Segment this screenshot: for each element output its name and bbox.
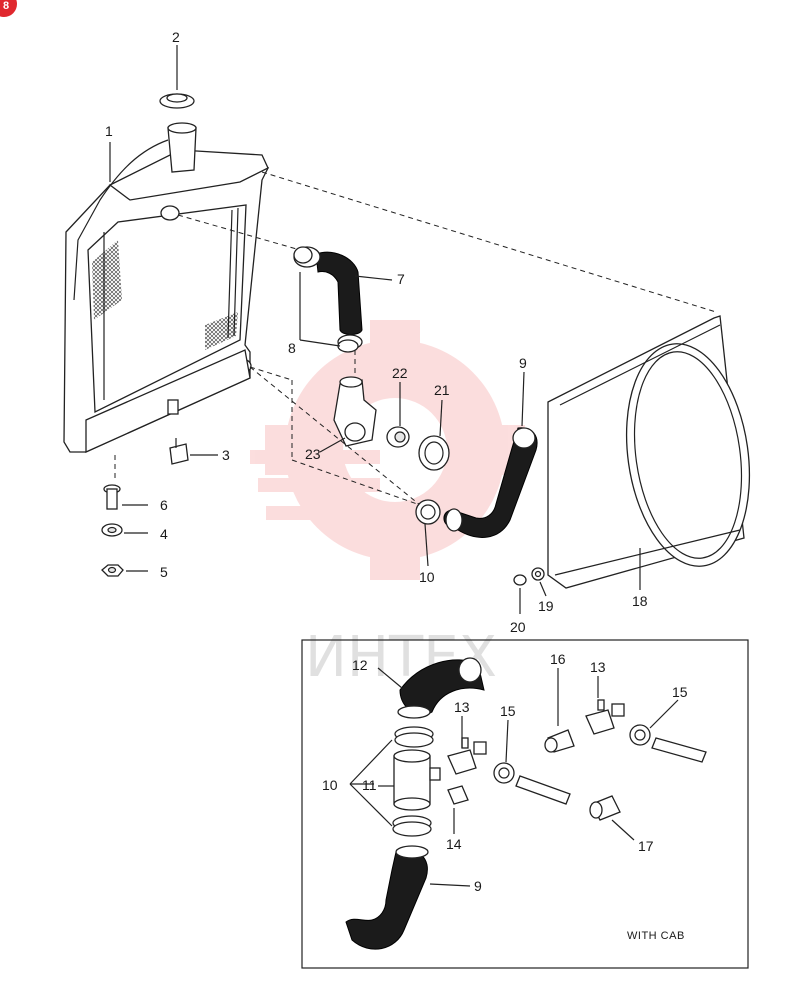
leaders	[109, 45, 641, 614]
callout-20: 20	[510, 619, 526, 635]
inset-callout-12: 12	[352, 657, 368, 673]
corner-badge: 8	[0, 0, 17, 17]
shroud-screw	[513, 574, 527, 586]
inset-callout-16: 16	[550, 651, 566, 667]
nut	[101, 564, 124, 577]
callout-5: 5	[160, 564, 168, 580]
inset-with-cab	[301, 639, 749, 969]
hose-clamp-10	[415, 499, 441, 525]
radiator	[63, 122, 270, 454]
shroud-washer	[531, 567, 545, 581]
callout-1: 1	[105, 123, 113, 139]
callout-8: 8	[288, 340, 296, 356]
inset-callout-17: 17	[638, 838, 654, 854]
corner-badge-label: 8	[3, 0, 9, 12]
callout-21: 21	[434, 382, 450, 398]
inset-frame	[301, 639, 749, 969]
inset-callout-9: 9	[474, 878, 482, 894]
watermark-logo	[250, 320, 525, 580]
callout-4: 4	[160, 526, 168, 542]
water-outlet	[333, 376, 377, 447]
callout-10: 10	[419, 569, 435, 585]
callout-3: 3	[222, 447, 230, 463]
bolt	[103, 484, 121, 510]
inset-callout-13b: 13	[590, 659, 606, 675]
spacer	[101, 523, 123, 537]
callout-19: 19	[538, 598, 554, 614]
inset-title: WITH CAB	[627, 930, 685, 942]
drain-cock	[169, 438, 189, 465]
inset-callout-11: 11	[362, 777, 377, 793]
inset-callout-13a: 13	[454, 699, 470, 715]
callout-7: 7	[397, 271, 405, 287]
callout-18: 18	[632, 593, 648, 609]
callout-2: 2	[172, 29, 180, 45]
inset-callout-10: 10	[322, 777, 338, 793]
callout-23: 23	[305, 446, 321, 462]
lower-hose	[443, 427, 538, 538]
inset-callout-14: 14	[446, 836, 462, 852]
assembly-guides	[114, 171, 717, 506]
inset-callout-15a: 15	[500, 703, 516, 719]
thermostat	[386, 426, 410, 448]
inset-callout-15b: 15	[672, 684, 688, 700]
radiator-cap	[159, 93, 195, 109]
gasket	[418, 435, 450, 471]
callout-22: 22	[392, 365, 408, 381]
callout-6: 6	[160, 497, 168, 513]
fan-shroud	[547, 315, 751, 589]
callout-9: 9	[519, 355, 527, 371]
